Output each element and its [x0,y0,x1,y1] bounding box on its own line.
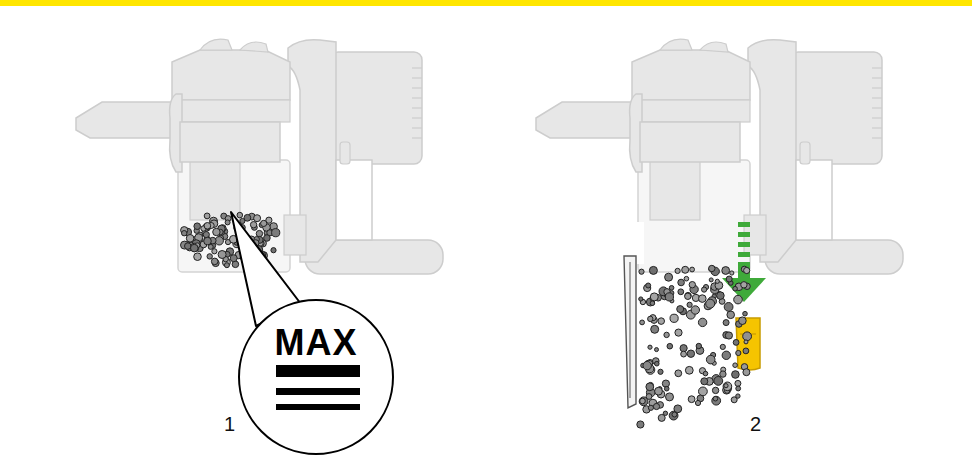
bin-release-button [736,318,760,370]
step-number: 1 [224,414,235,434]
magnifier-circle: MAX [238,299,394,455]
top-bar [0,0,972,6]
max-label: MAX [240,325,392,361]
level-bars [240,301,392,453]
press-arrow [722,222,766,302]
bin-flap [624,256,636,408]
step-number: 2 [750,414,761,434]
